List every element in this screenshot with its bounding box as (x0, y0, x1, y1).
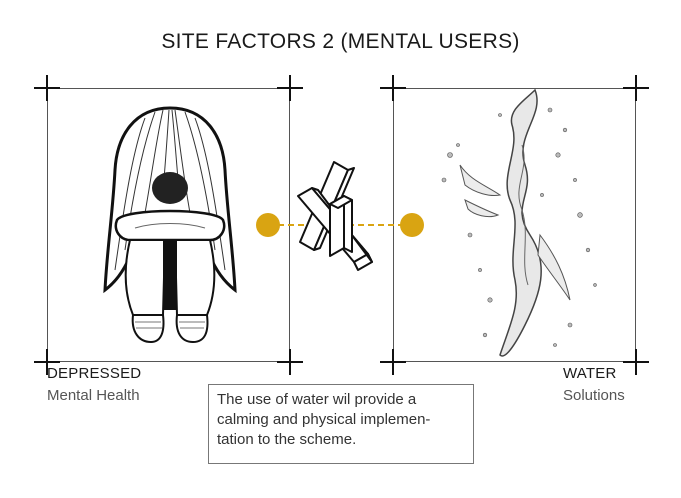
isometric-x-shape-icon (297, 161, 373, 271)
note-line: The use of water wil provide a (217, 391, 417, 408)
corner-cross-icon (623, 75, 649, 101)
corner-cross-icon (380, 349, 406, 375)
page-title: SITE FACTORS 2 (MENTAL USERS) (161, 30, 520, 53)
depressed-person-illustration (103, 106, 237, 344)
left-label: DEPRESSED (47, 365, 142, 382)
corner-cross-icon (623, 349, 649, 375)
corner-cross-icon (380, 75, 406, 101)
left-connector-dot (256, 213, 280, 237)
note-line: calming and physical implemen- (217, 411, 431, 428)
connector-line (256, 213, 424, 237)
right-label: WATER (563, 365, 617, 382)
right-connector-dot (400, 213, 424, 237)
water-splash-illustration (441, 88, 597, 357)
description-note: The use of water wil provide a calming a… (208, 384, 474, 464)
corner-cross-icon (277, 75, 303, 101)
note-line: tation to the scheme. (217, 431, 357, 448)
right-sublabel: Solutions (563, 387, 625, 404)
left-sublabel: Mental Health (47, 387, 140, 404)
corner-cross-icon (277, 349, 303, 375)
corner-cross-icon (34, 75, 60, 101)
corner-cross-icon (34, 349, 60, 375)
